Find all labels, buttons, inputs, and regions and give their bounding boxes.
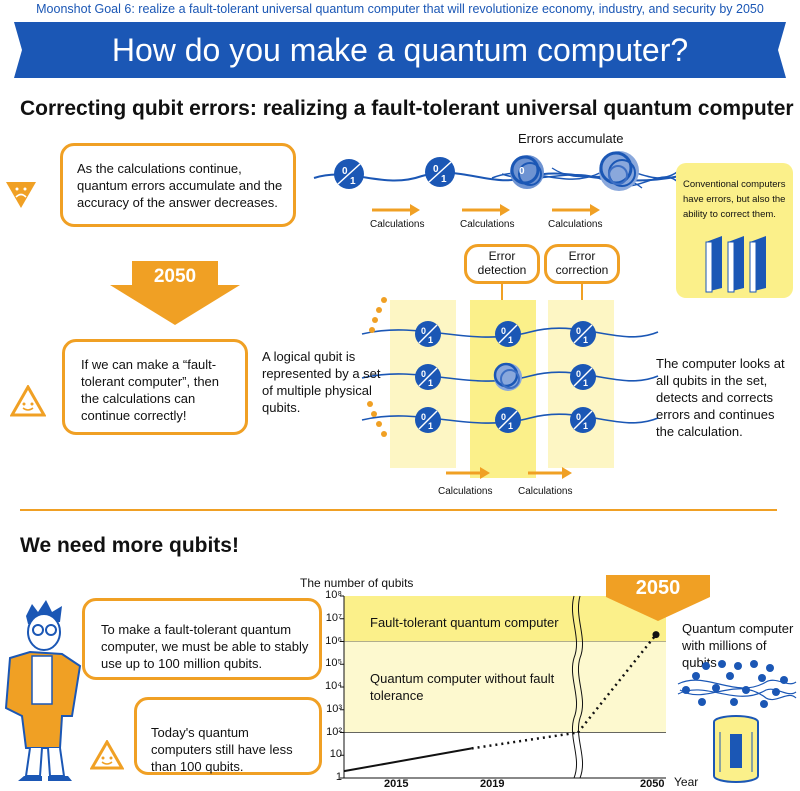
chart-x-axis-label: Year [674, 775, 699, 789]
section-divider [20, 509, 777, 511]
svg-text:1: 1 [428, 335, 433, 345]
series-line-0 [343, 747, 472, 773]
svg-text:1: 1 [583, 421, 588, 431]
svg-text:0: 0 [576, 412, 581, 422]
qubit-growth-chart [340, 595, 666, 779]
region-label-no-fault-tolerance: Quantum computer without fault tolerance [370, 671, 555, 703]
region-label-fault-tolerant: Fault-tolerant quantum computer [370, 615, 559, 630]
x-tick-label: 2019 [480, 778, 505, 790]
y-tick-label: 10⁵ [325, 657, 342, 670]
books-icon [705, 236, 766, 293]
error-correction-callout: Error correction [544, 244, 620, 284]
svg-text:0: 0 [519, 166, 525, 177]
logical-qubit-text: A logical qubit is represented by a set … [262, 349, 381, 415]
noisy-qubit-icon [491, 360, 525, 399]
svg-text:0: 0 [342, 166, 348, 177]
title-banner [14, 22, 786, 78]
page-title: How do you make a quantum computer? [111, 32, 689, 68]
y-tick-label: 10 [329, 748, 342, 761]
svg-text:1: 1 [508, 421, 513, 431]
svg-text:1: 1 [428, 421, 433, 431]
svg-text:1: 1 [350, 176, 356, 187]
section-2-heading: We need more qubits! [20, 534, 239, 557]
x-tick-label: 2050 [640, 778, 665, 790]
computer-looks-text: The computer looks at all qubits in the … [656, 356, 785, 439]
calc-label-5: Calculations [518, 486, 573, 497]
section-1-heading: Correcting qubit errors: realizing a fau… [20, 97, 794, 120]
svg-text:1: 1 [583, 335, 588, 345]
conventional-computers-note: Conventional computers have errors, but … [683, 179, 786, 220]
calc-label-1: Calculations [370, 219, 425, 230]
very-noisy-qubit-icon [596, 148, 642, 199]
chart-year-badge [606, 575, 710, 621]
data-point-2050 [652, 631, 660, 639]
y-tick-label: 10⁶ [325, 634, 342, 647]
svg-text:0: 0 [501, 326, 506, 336]
error-detection-callout: Error detection [464, 244, 540, 284]
chart-year-badge-label: 2050 [635, 577, 681, 599]
calc-label-2: Calculations [460, 219, 515, 230]
y-tick-label: 10³ [326, 702, 342, 715]
svg-text:0: 0 [576, 326, 581, 336]
svg-text:1: 1 [508, 335, 513, 345]
y-tick-label: 10⁷ [325, 611, 342, 624]
bubble-100-million: To make a fault-tolerant quantum compute… [82, 598, 322, 680]
bubble-errors: As the calculations continue, quantum er… [60, 143, 296, 227]
y-tick-label: 10⁸ [325, 589, 342, 601]
y-tick-label: 1 [335, 771, 342, 783]
svg-text:0: 0 [576, 369, 581, 379]
chart-y-axis-label: The number of qubits [300, 576, 414, 590]
scientist-illustration [4, 600, 82, 781]
bubble-less-than-100: Today's quantum computers still have les… [134, 697, 322, 775]
year-2050-label: 2050 [153, 266, 197, 287]
bubble-fault-tolerant: If we can make a “fault-tolerant compute… [62, 339, 248, 435]
year-2050-arrow [110, 261, 240, 325]
x-tick-label: 2015 [384, 778, 409, 790]
svg-text:0: 0 [421, 412, 426, 422]
sad-face-icon [6, 182, 36, 208]
noisy-qubit-icon: 0 [507, 152, 547, 197]
svg-text:1: 1 [441, 174, 447, 185]
goal-caption: Moonshot Goal 6: realize a fault-toleran… [36, 2, 764, 16]
svg-text:0: 0 [421, 369, 426, 379]
happy-face-icon [90, 740, 124, 770]
happy-face-icon [10, 385, 46, 417]
y-tick-label: 10² [326, 725, 342, 738]
calc-label-3: Calculations [548, 219, 603, 230]
calc-arrows [446, 467, 572, 479]
quantum-computer-illustration [677, 660, 797, 783]
svg-text:0: 0 [421, 326, 426, 336]
svg-text:0: 0 [501, 412, 506, 422]
svg-text:0: 0 [433, 164, 439, 175]
chart-region-0 [344, 596, 666, 642]
svg-text:1: 1 [583, 378, 588, 388]
y-tick-label: 10⁴ [325, 680, 342, 692]
errors-accumulate-label: Errors accumulate [518, 131, 624, 146]
calc-label-4: Calculations [438, 486, 493, 497]
svg-text:1: 1 [428, 378, 433, 388]
dotted-bracket-icon [367, 297, 387, 437]
series-line-1 [471, 731, 579, 750]
chart-region-1 [344, 641, 666, 733]
